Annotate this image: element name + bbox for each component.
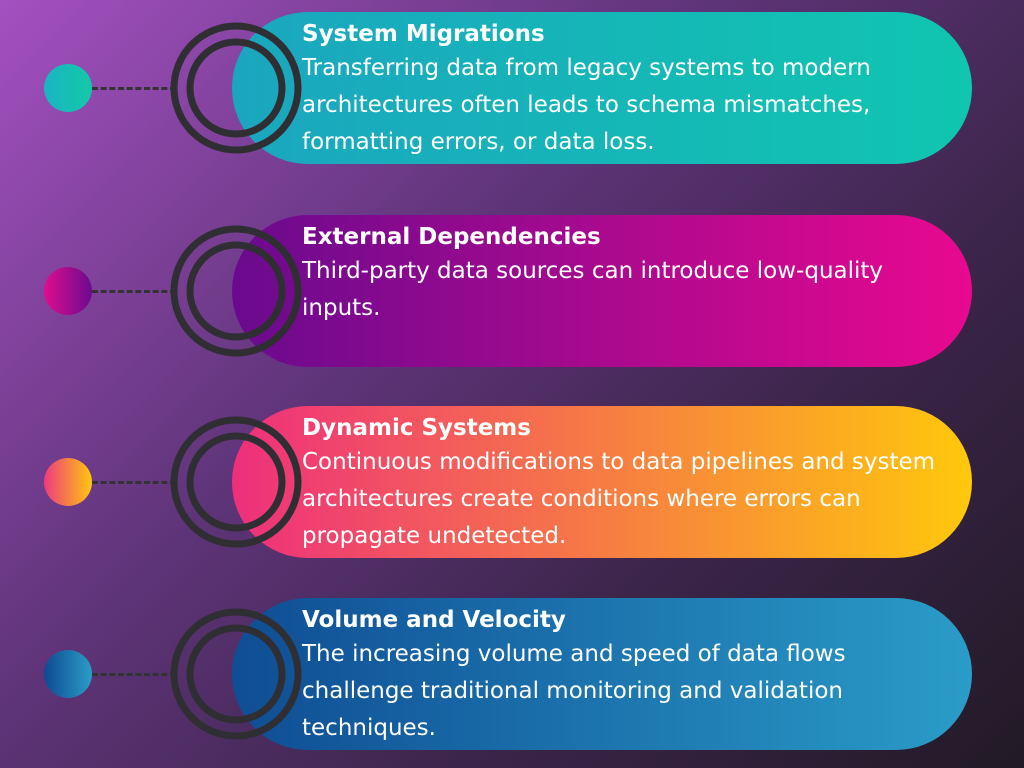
- item-description: Third-party data sources can introduce l…: [302, 258, 884, 321]
- item-title: Volume and Velocity: [302, 607, 566, 633]
- item-description: Continuous modifications to data pipelin…: [302, 449, 936, 549]
- dashed-connector: [92, 290, 176, 293]
- bullet-dot: [44, 267, 92, 315]
- item-card: External Dependencies Third-party data s…: [232, 215, 972, 367]
- item-volume-and-velocity: Volume and Velocity The increasing volum…: [0, 598, 1024, 750]
- ring-icon: [167, 413, 305, 551]
- item-system-migrations: System Migrations Transferring data from…: [0, 12, 1024, 164]
- item-description: The increasing volume and speed of data …: [302, 641, 846, 741]
- item-card: System Migrations Transferring data from…: [232, 12, 972, 164]
- ring-icon: [167, 605, 305, 743]
- dashed-connector: [92, 481, 176, 484]
- item-title: System Migrations: [302, 21, 545, 47]
- ring-icon: [167, 19, 305, 157]
- dashed-connector: [92, 673, 176, 676]
- item-card: Dynamic Systems Continuous modifications…: [232, 406, 972, 558]
- bullet-dot: [44, 64, 92, 112]
- item-external-dependencies: External Dependencies Third-party data s…: [0, 215, 1024, 367]
- bullet-dot: [44, 650, 92, 698]
- dashed-connector: [92, 87, 176, 90]
- item-card: Volume and Velocity The increasing volum…: [232, 598, 972, 750]
- item-dynamic-systems: Dynamic Systems Continuous modifications…: [0, 406, 1024, 558]
- ring-icon: [167, 222, 305, 360]
- bullet-dot: [44, 458, 92, 506]
- item-description: Transferring data from legacy systems to…: [302, 55, 871, 155]
- item-title: Dynamic Systems: [302, 415, 531, 441]
- item-title: External Dependencies: [302, 224, 601, 250]
